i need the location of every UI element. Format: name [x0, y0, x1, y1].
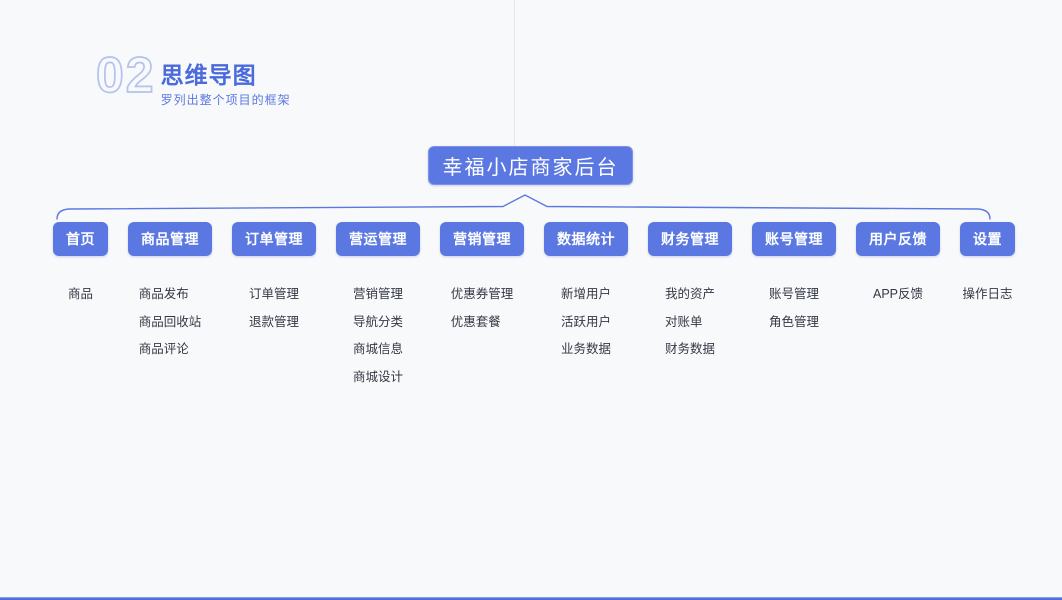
- leaf-list: 我的资产对账单财务数据: [665, 281, 715, 364]
- section-number: 02: [95, 47, 156, 103]
- branch-node[interactable]: 财务管理: [648, 222, 732, 256]
- branch-column: 用户反馈 APP反馈: [856, 222, 940, 309]
- branch-node[interactable]: 账号管理: [752, 222, 836, 256]
- leaf-node[interactable]: 退款管理: [248, 314, 299, 329]
- leaf-list: 操作日志: [962, 281, 1012, 309]
- leaf-node[interactable]: 对账单: [664, 314, 703, 329]
- branch-node[interactable]: 用户反馈: [856, 222, 940, 256]
- leaf-list: 商品: [68, 281, 93, 309]
- leaf-node[interactable]: 商城设计: [352, 369, 403, 384]
- leaf-node[interactable]: 导航分类: [352, 314, 403, 329]
- leaf-node[interactable]: 活跃用户: [560, 314, 611, 329]
- page-title: 思维导图: [160, 62, 257, 88]
- leaf-node[interactable]: 商品回收站: [138, 314, 202, 329]
- leaf-list: 营销管理导航分类商城信息商城设计: [353, 281, 403, 391]
- leaf-node[interactable]: 优惠套餐: [450, 314, 501, 329]
- branch-node[interactable]: 数据统计: [544, 222, 628, 256]
- leaf-node[interactable]: 操作日志: [962, 287, 1013, 301]
- leaf-list: 新增用户活跃用户业务数据: [561, 281, 611, 364]
- branch-node[interactable]: 设置: [960, 222, 1015, 256]
- bottom-border: [0, 597, 1062, 600]
- branch-node[interactable]: 营运管理: [336, 222, 420, 256]
- leaf-list: APP反馈: [873, 281, 923, 309]
- branch-node[interactable]: 营销管理: [440, 222, 524, 256]
- branch-node[interactable]: 订单管理: [232, 222, 316, 256]
- header-titles: 思维导图 罗列出整个项目的框架: [161, 50, 291, 108]
- page-subtitle: 罗列出整个项目的框架: [160, 93, 291, 108]
- page-header: 02 思维导图 罗列出整个项目的框架: [95, 47, 291, 108]
- leaf-node[interactable]: 业务数据: [560, 342, 611, 356]
- leaf-list: 商品发布商品回收站商品评论: [139, 281, 202, 364]
- branch-column: 财务管理我的资产对账单财务数据: [648, 222, 732, 364]
- root-node[interactable]: 幸福小店商家后台: [428, 146, 633, 185]
- leaf-list: 订单管理退款管理: [249, 281, 299, 336]
- leaf-node[interactable]: 商品发布: [138, 287, 189, 301]
- leaf-node[interactable]: 订单管理: [248, 287, 299, 301]
- brace-connector: [56, 194, 991, 220]
- branch-column: 账号管理账号管理角色管理: [752, 222, 836, 336]
- leaf-list: 优惠券管理优惠套餐: [451, 281, 514, 336]
- branch-column: 设置操作日志: [960, 222, 1015, 309]
- branch-column: 营运管理营销管理导航分类商城信息商城设计: [336, 222, 420, 391]
- leaf-node[interactable]: 角色管理: [768, 314, 819, 329]
- leaf-list: 账号管理角色管理: [769, 281, 819, 336]
- leaf-node[interactable]: 商品评论: [138, 342, 189, 356]
- trunk-line: [514, 0, 515, 146]
- branch-column: 首页商品: [53, 222, 108, 309]
- branch-column: 营销管理优惠券管理优惠套餐: [440, 222, 524, 336]
- leaf-node[interactable]: 我的资产: [664, 287, 715, 301]
- branch-node[interactable]: 商品管理: [128, 222, 212, 256]
- leaf-node[interactable]: 优惠券管理: [450, 287, 514, 301]
- leaf-node[interactable]: 营销管理: [352, 287, 403, 301]
- leaf-node[interactable]: 商城信息: [352, 342, 403, 356]
- leaf-node[interactable]: 财务数据: [664, 342, 715, 356]
- leaf-node[interactable]: 账号管理: [768, 287, 819, 301]
- branch-column: 订单管理订单管理退款管理: [232, 222, 316, 336]
- branch-column: 商品管理商品发布商品回收站商品评论: [128, 222, 212, 364]
- leaf-node[interactable]: 商品: [67, 287, 93, 301]
- leaf-node[interactable]: APP反馈: [872, 287, 923, 301]
- leaf-node[interactable]: 新增用户: [560, 287, 611, 301]
- branches-row: 首页商品商品管理商品发布商品回收站商品评论订单管理订单管理退款管理营运管理营销管…: [53, 222, 1022, 391]
- branch-column: 数据统计新增用户活跃用户业务数据: [544, 222, 628, 364]
- branch-node[interactable]: 首页: [53, 222, 108, 256]
